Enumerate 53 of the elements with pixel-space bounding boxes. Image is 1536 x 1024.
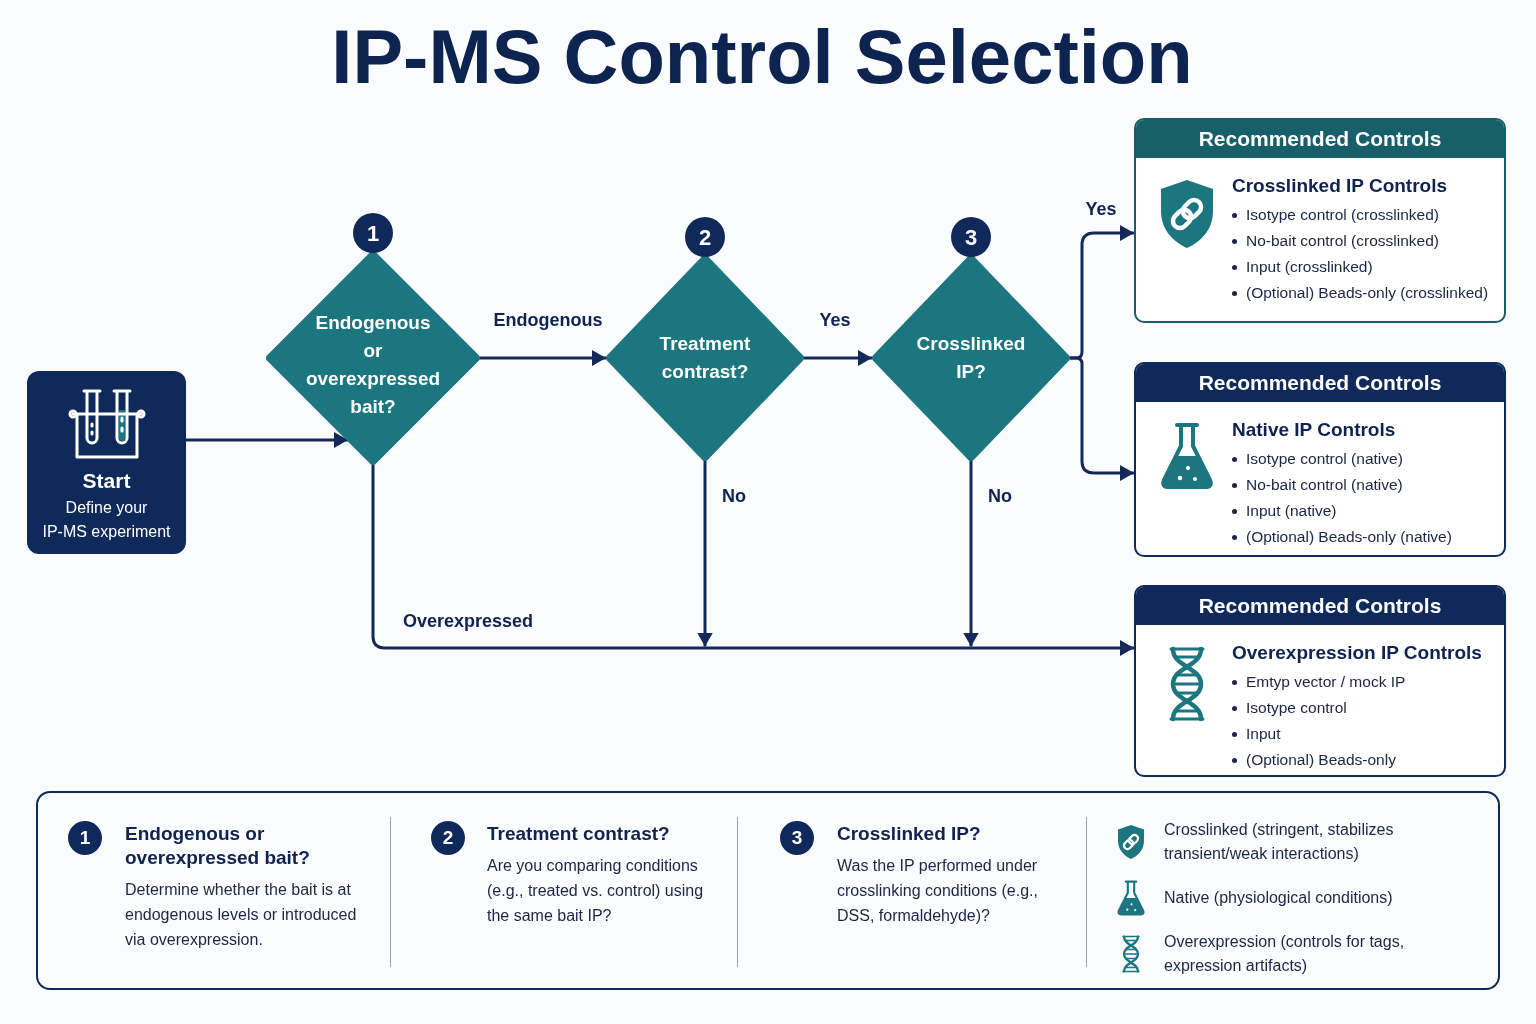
connector-arrow xyxy=(371,465,1134,656)
connector-arrow xyxy=(697,461,713,647)
legend-text: Native (physiological conditions) xyxy=(1164,888,1394,908)
step-description: Are you comparing conditions (e.g., treated vs. control) using the same bait IP? xyxy=(487,856,705,926)
step-description: Determine whether the bait is at endogenous levels or introduced via overexpression. xyxy=(125,880,358,950)
control-item: (Optional) Beads-only xyxy=(1246,750,1396,770)
control-item: Input xyxy=(1246,724,1281,744)
legend-text: Overexpression (controls for tags, expression artifacts) xyxy=(1164,932,1406,976)
control-item: Input (crosslinked) xyxy=(1246,257,1373,277)
step-number: 1 xyxy=(353,213,393,253)
decision-diamond xyxy=(266,251,480,465)
controls-card xyxy=(1134,118,1506,323)
control-item: (Optional) Beads-only (native) xyxy=(1246,527,1452,547)
control-item: (Optional) Beads-only (crosslinked) xyxy=(1246,283,1489,303)
control-item: Emtyp vector / mock IP xyxy=(1246,672,1406,692)
card-header: Recommended Controls xyxy=(1136,120,1504,158)
card-title: Crosslinked IP Controls xyxy=(1232,174,1448,198)
control-item: Isotype control (native) xyxy=(1246,449,1403,469)
control-item: Isotype control (crosslinked) xyxy=(1246,205,1439,225)
control-item: Isotype control xyxy=(1246,698,1347,718)
step-number: 3 xyxy=(951,217,991,257)
control-item: No-bait control (native) xyxy=(1246,475,1403,495)
decision-diamond xyxy=(872,255,1070,461)
connector-arrow xyxy=(1070,356,1134,481)
connector-arrow xyxy=(186,432,348,448)
step-heading: Endogenous or overexpressed bait? xyxy=(125,822,311,870)
controls-card xyxy=(1134,585,1506,777)
card-title: Native IP Controls xyxy=(1232,418,1396,442)
controls-card xyxy=(1134,362,1506,557)
step-number: 2 xyxy=(431,821,465,855)
step-number: 3 xyxy=(780,821,814,855)
connector-arrow xyxy=(480,350,606,366)
start-title: Start xyxy=(82,468,131,494)
step-heading: Treatment contrast? xyxy=(487,822,670,846)
card-header: Recommended Controls xyxy=(1136,587,1504,625)
connector-arrow xyxy=(804,350,872,366)
card-title: Overexpression IP Controls xyxy=(1232,641,1482,665)
decision-text: Treatment contrast? xyxy=(658,332,752,384)
step-number: 2 xyxy=(685,217,725,257)
decision-text: Crosslinked IP? xyxy=(915,332,1027,384)
control-item: Input (native) xyxy=(1246,501,1337,521)
step-heading: Crosslinked IP? xyxy=(837,822,981,846)
decision-text: Endogenous or overexpressed bait? xyxy=(304,311,442,419)
step-number: 1 xyxy=(68,821,102,855)
card-header: Recommended Controls xyxy=(1136,364,1504,402)
control-item: No-bait control (crosslinked) xyxy=(1246,231,1439,251)
step-description: Was the IP performed under crosslinking conditions (e.g., DSS, formaldehyde)? xyxy=(837,856,1039,926)
start-box xyxy=(27,371,186,554)
legend-text: Crosslinked (stringent, stabilizes transient/weak interactions) xyxy=(1164,820,1395,864)
diagram-title: IP-MS Control Selection xyxy=(331,17,1193,97)
connector-arrow xyxy=(963,461,979,647)
decision-diamond xyxy=(606,255,804,461)
start-description: Define your IP-MS experiment xyxy=(41,498,172,542)
